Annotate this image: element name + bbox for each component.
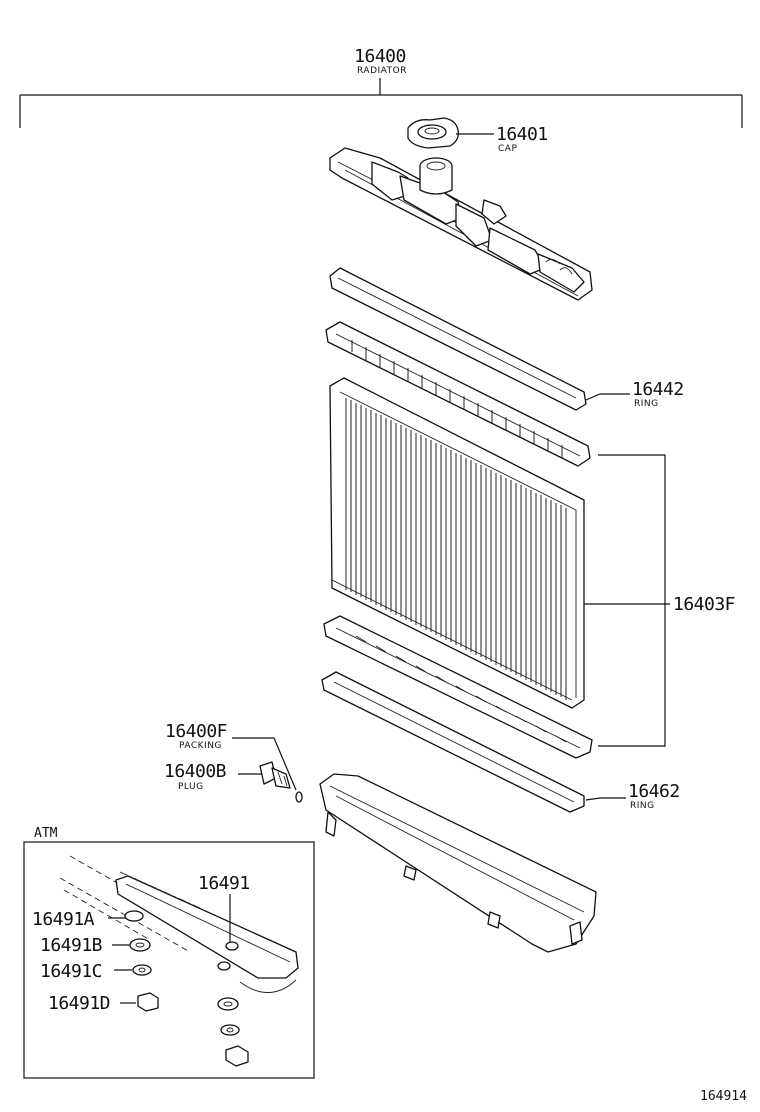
plug-name: PLUG xyxy=(178,782,204,792)
lower-washer-1 xyxy=(217,997,239,1011)
atm-d-nut xyxy=(137,992,159,1012)
atm-b-hole xyxy=(135,942,145,948)
packing-number: 16400F xyxy=(165,721,227,742)
lower-ring-number: 16462 xyxy=(628,781,680,802)
figure-id: 164914 xyxy=(700,1089,747,1104)
lower-washer-1-hole xyxy=(223,1001,233,1007)
lower-tank xyxy=(319,773,597,953)
atm-c-number: 16491C xyxy=(40,961,102,982)
atm-c-washer xyxy=(132,964,152,976)
atm-box xyxy=(23,841,315,1079)
radiator-core xyxy=(329,377,585,709)
lower-washer-2-hole xyxy=(226,1027,234,1033)
lower-ring-name: RING xyxy=(630,801,655,811)
atm-main-number: 16491 xyxy=(198,873,250,894)
core-bracket xyxy=(584,454,670,747)
lower-seat-plate xyxy=(323,615,593,759)
cap-name: CAP xyxy=(498,144,517,154)
atm-a-part xyxy=(124,910,144,922)
lower-ring-inner xyxy=(333,681,575,803)
lower-ring-leader xyxy=(585,797,626,801)
atm-a-number: 16491A xyxy=(32,909,95,930)
core-number: 16403F xyxy=(673,594,735,615)
upper-ring-leader xyxy=(585,393,630,401)
atm-c-hole xyxy=(138,967,146,973)
assembly-number: 16400 xyxy=(354,46,406,67)
packing-name: PACKING xyxy=(179,741,222,751)
atm-b-number: 16491B xyxy=(40,935,102,956)
lower-washer-2 xyxy=(220,1024,240,1036)
assembly-bracket xyxy=(19,78,743,128)
atm-d-number: 16491D xyxy=(48,993,110,1014)
drain-plug xyxy=(259,761,291,789)
packing-leader xyxy=(232,737,297,791)
cap-number: 16401 xyxy=(496,124,548,145)
upper-ring-name: RING xyxy=(634,399,659,409)
atm-label: ATM xyxy=(34,826,58,841)
lower-nut xyxy=(225,1045,249,1067)
atm-b-washer xyxy=(129,938,151,952)
upper-seat-plate xyxy=(325,321,591,467)
assembly-name: RADIATOR xyxy=(357,66,407,76)
plug-number: 16400B xyxy=(164,761,226,782)
upper-ring-inner xyxy=(337,277,577,399)
packing-ring xyxy=(295,791,303,803)
atm-cooler-detail xyxy=(59,855,299,993)
upper-tank xyxy=(329,147,593,301)
radiator-cap xyxy=(407,117,459,149)
upper-ring-number: 16442 xyxy=(632,379,684,400)
